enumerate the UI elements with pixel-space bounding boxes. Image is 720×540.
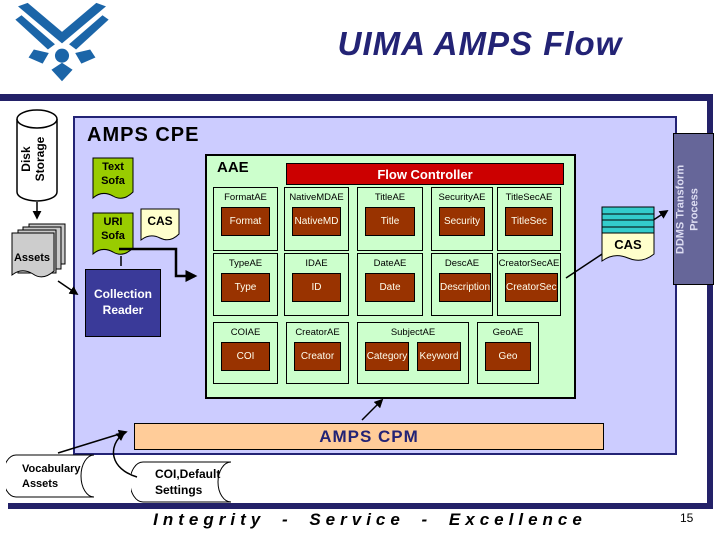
ae-label: DateAE <box>373 258 407 269</box>
ae-cell: SubjectAE Category Keyword <box>357 322 469 384</box>
annotator-box: Security <box>439 207 485 236</box>
assets-stack: Assets <box>11 223 66 278</box>
disk-storage-label: Disk <box>19 146 33 172</box>
ae-cell: CreatorSecAE CreatorSec <box>497 253 561 316</box>
right-rule <box>707 94 713 509</box>
ae-label: TitleSecAE <box>505 192 553 203</box>
ae-cell: CreatorAE Creator <box>286 322 349 384</box>
ae-cell: DescAE Description <box>431 253 493 316</box>
page-number: 15 <box>680 511 694 525</box>
ae-label: TitleAE <box>374 192 406 203</box>
ddms-label: DDMS Transform <box>674 164 687 255</box>
annotator-box: Keyword <box>417 342 461 371</box>
svg-text:Assets: Assets <box>22 478 58 490</box>
annotator-box: ID <box>292 273 341 302</box>
annotator-box: TitleSec <box>505 207 553 236</box>
uri-sofa-shape: URI Sofa <box>92 212 134 261</box>
svg-text:Storage: Storage <box>33 136 47 181</box>
striped-cas-shape: CAS <box>601 206 655 262</box>
header-rule <box>0 94 713 101</box>
ae-cell: NativeMDAE NativeMD <box>284 187 349 251</box>
ae-label: CreatorSecAE <box>498 258 560 269</box>
annotator-box: Title <box>365 207 415 236</box>
amps-cpe-panel: AMPS CPE Text Sofa URI Sofa <box>73 116 677 455</box>
annotator-box: Category <box>365 342 409 371</box>
ae-label: NativeMDAE <box>289 192 344 203</box>
ae-label: DescAE <box>444 258 480 269</box>
aae-label: AAE <box>217 159 249 176</box>
cas-note-left: CAS <box>140 208 180 245</box>
coi-default-settings-label: COI,Default <box>155 467 220 481</box>
flow-controller-banner: Flow Controller <box>286 163 564 185</box>
ddms-transform-box: DDMS Transform Process <box>673 133 714 285</box>
ae-label: IDAE <box>305 258 328 269</box>
footer-motto: Integrity - Service - Excellence <box>153 510 587 529</box>
page-title: UIMA AMPS Flow <box>337 25 623 62</box>
disk-storage-cylinder: Disk Storage <box>16 109 58 202</box>
text-sofa-label: Text <box>102 161 124 173</box>
ae-cell: GeoAE Geo <box>477 322 539 384</box>
ae-cell: COIAE COI <box>213 322 278 384</box>
footer-rule <box>8 503 713 509</box>
cas-label: CAS <box>614 237 642 252</box>
vocabulary-assets-shape: Vocabulary Assets <box>6 454 95 498</box>
annotator-box: NativeMD <box>292 207 341 236</box>
ae-cell: FormatAE Format <box>213 187 278 251</box>
air-force-logo-icon <box>15 2 109 82</box>
ae-cell: DateAE Date <box>357 253 423 316</box>
cas-note-right: CAS <box>601 206 655 268</box>
annotator-box: Geo <box>485 342 531 371</box>
ae-label: TypeAE <box>228 258 263 269</box>
annotator-box: COI <box>221 342 270 371</box>
aae-grid: AAE Flow Controller FormatAE Format Native… <box>205 154 576 399</box>
text-sofa-shape: Text Sofa <box>92 157 134 205</box>
assets-label: Assets <box>14 252 50 264</box>
annotator-box: CreatorSec <box>505 273 558 302</box>
vocabulary-assets-label: Vocabulary <box>22 463 81 475</box>
annotator-box: Format <box>221 207 270 236</box>
svg-text:Settings: Settings <box>155 483 203 497</box>
wave-shape <box>92 157 134 200</box>
ae-label: COIAE <box>230 327 261 338</box>
cas-label: CAS <box>147 214 173 228</box>
coi-default-settings-shape: COI,Default Settings <box>131 461 232 503</box>
collection-reader-box: Collection Reader <box>85 269 161 337</box>
uri-sofa-label: URI <box>103 216 123 228</box>
ae-cell: TypeAE Type <box>213 253 278 316</box>
annotator-box: Creator <box>294 342 341 371</box>
cpe-title: AMPS CPE <box>87 124 200 146</box>
amps-cpm-bar: AMPS CPM <box>134 423 604 450</box>
ae-label: FormatAE <box>224 192 267 203</box>
ae-cell: SecurityAE Security <box>431 187 493 251</box>
annotator-box: Type <box>221 273 270 302</box>
wave-shape <box>140 208 180 242</box>
ae-cell: TitleAE Title <box>357 187 423 251</box>
ae-label: SecurityAE <box>438 192 486 203</box>
ae-label: SubjectAE <box>390 327 436 338</box>
ae-cell: TitleSecAE TitleSec <box>497 187 561 251</box>
ae-label: GeoAE <box>492 327 524 338</box>
annotator-box: Description <box>439 273 492 302</box>
ae-label: CreatorAE <box>295 327 340 338</box>
ae-cell: IDAE ID <box>284 253 349 316</box>
annotator-box: Date <box>365 273 415 302</box>
